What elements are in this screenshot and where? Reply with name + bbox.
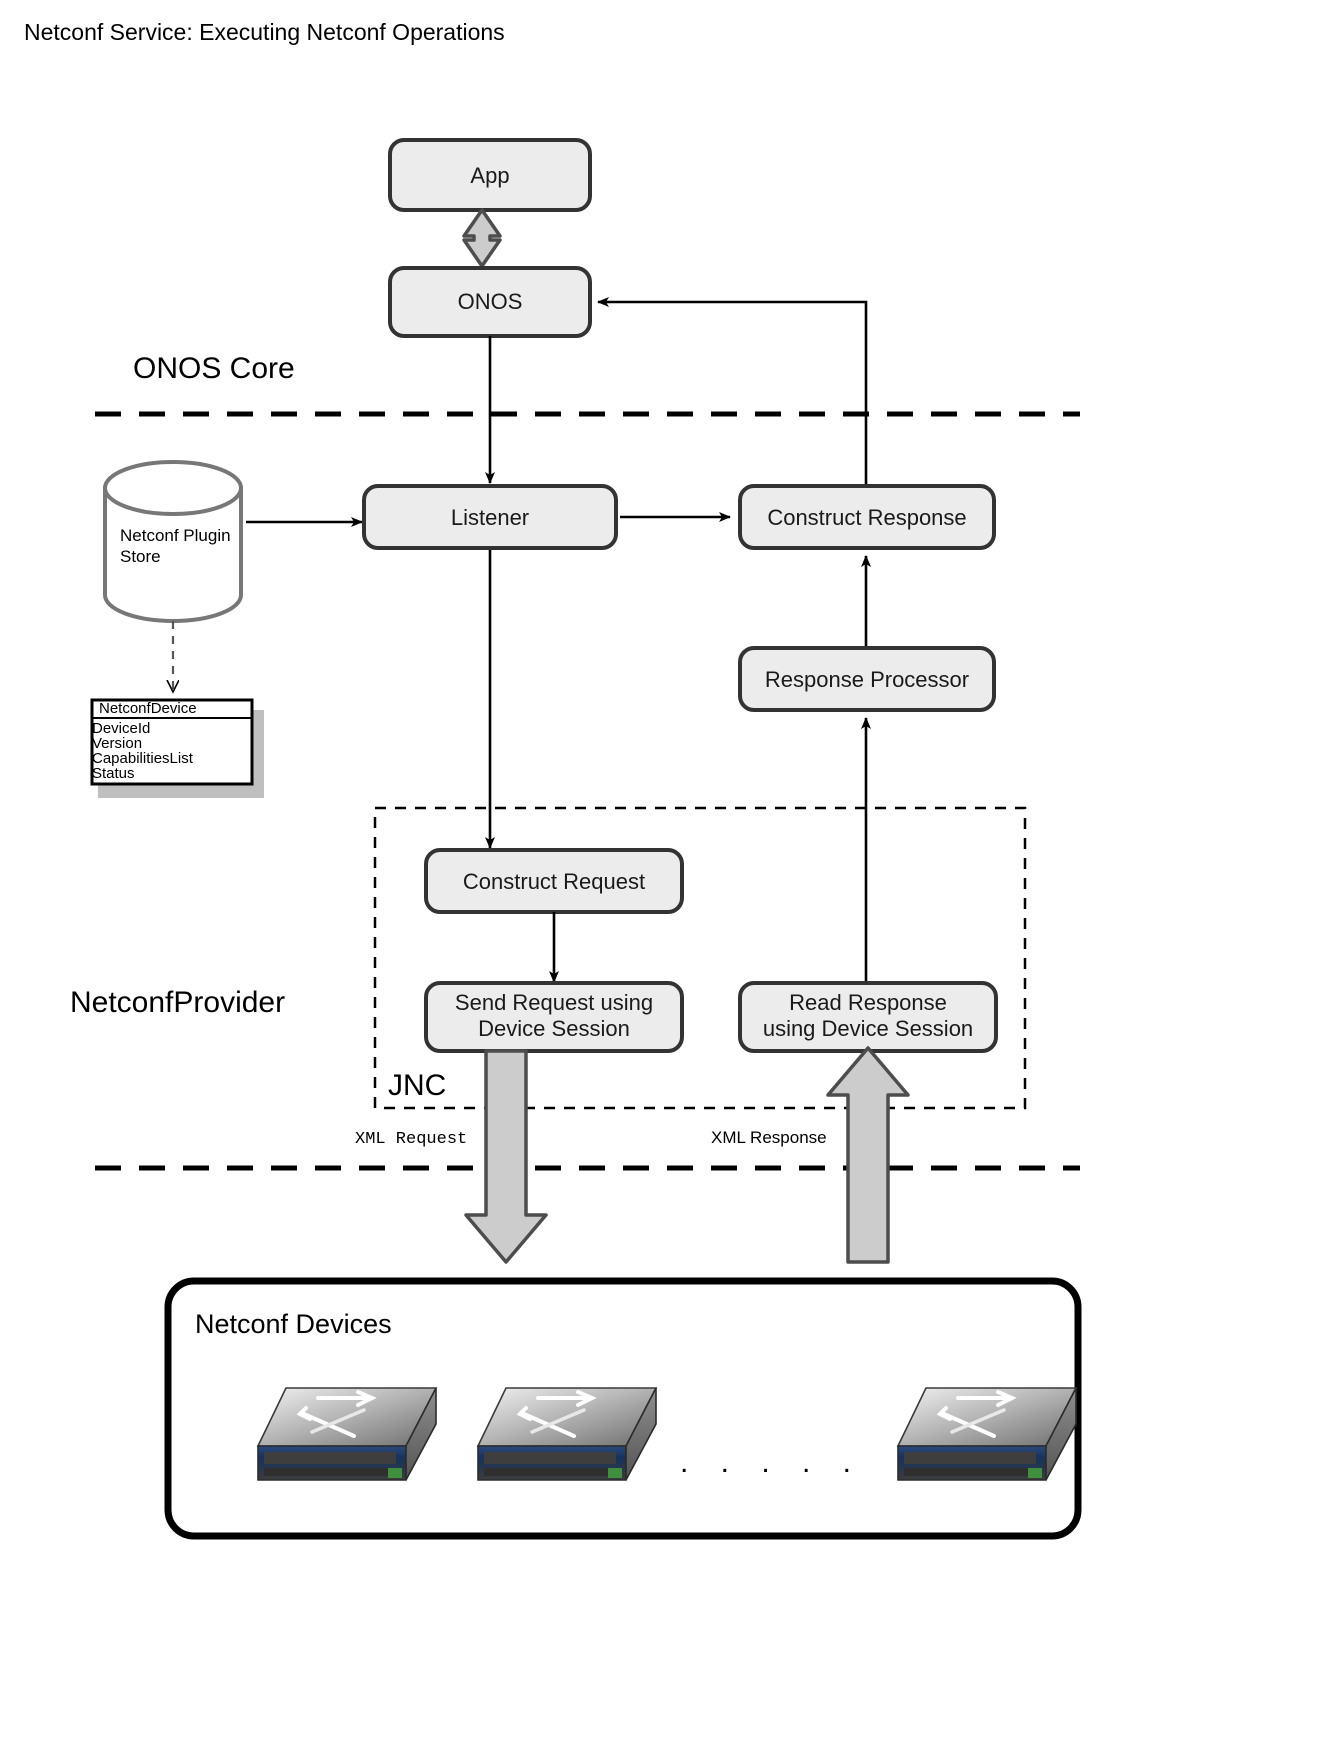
node-construct-response-label: Construct Response <box>767 505 966 530</box>
node-construct-request-label: Construct Request <box>463 869 645 894</box>
zone-label-onos-core: ONOS Core <box>133 352 295 385</box>
node-onos-label: ONOS <box>458 289 523 314</box>
switch-icon <box>896 1387 1078 1481</box>
zone-label-netconf-provider: NetconfProvider <box>70 986 285 1019</box>
node-app-label: App <box>470 163 509 188</box>
devices-ellipsis: . . . . . <box>680 1446 863 1479</box>
class-attribute: CapabilitiesList <box>92 750 194 767</box>
netconf-devices-panel: Netconf Devices . . . . . <box>164 1277 1082 1540</box>
node-send-request-line1: Send Request using <box>455 990 653 1015</box>
node-construct-request[interactable]: Construct Request <box>424 848 684 914</box>
store-label-line1: Netconf Plugin <box>120 526 231 545</box>
zone-label-jnc: JNC <box>388 1069 446 1102</box>
node-listener[interactable]: Listener <box>362 484 618 550</box>
netconf-devices-title: Netconf Devices <box>195 1309 392 1339</box>
bidirectional-arrow-app-onos <box>462 208 502 268</box>
node-response-processor-label: Response Processor <box>765 667 969 692</box>
label-xml-request: XML Request <box>355 1130 467 1149</box>
jnc-region <box>373 806 1027 1110</box>
node-construct-response[interactable]: Construct Response <box>738 484 996 550</box>
node-send-request-line2: Device Session <box>478 1016 630 1041</box>
node-read-response-line1: Read Response <box>789 990 947 1015</box>
node-read-response[interactable]: Read Response using Device Session <box>738 981 998 1053</box>
switch-icon <box>476 1387 658 1481</box>
block-arrow-xml-request <box>464 1049 548 1264</box>
page-title: Netconf Service: Executing Netconf Opera… <box>24 19 505 45</box>
node-listener-label: Listener <box>451 505 529 530</box>
store-label-line2: Store <box>120 547 161 566</box>
node-read-response-line2: using Device Session <box>763 1016 973 1041</box>
node-app[interactable]: App <box>388 138 592 212</box>
node-onos[interactable]: ONOS <box>388 266 592 338</box>
class-attribute: Status <box>92 765 135 782</box>
node-response-processor[interactable]: Response Processor <box>738 646 996 712</box>
switch-icon <box>256 1387 438 1481</box>
class-attribute: DeviceId <box>92 720 150 737</box>
edge-construct-response-to-onos <box>597 297 868 490</box>
node-send-request[interactable]: Send Request using Device Session <box>424 981 684 1053</box>
class-name: NetconfDevice <box>99 700 197 717</box>
label-xml-response: XML Response <box>711 1128 827 1147</box>
class-box-netconfdevice: NetconfDevice DeviceId Version Capabilit… <box>90 698 264 798</box>
class-attribute: Version <box>92 735 142 752</box>
netconf-plugin-store[interactable]: Netconf Plugin Store <box>103 460 243 623</box>
block-arrow-xml-response <box>826 1046 910 1264</box>
